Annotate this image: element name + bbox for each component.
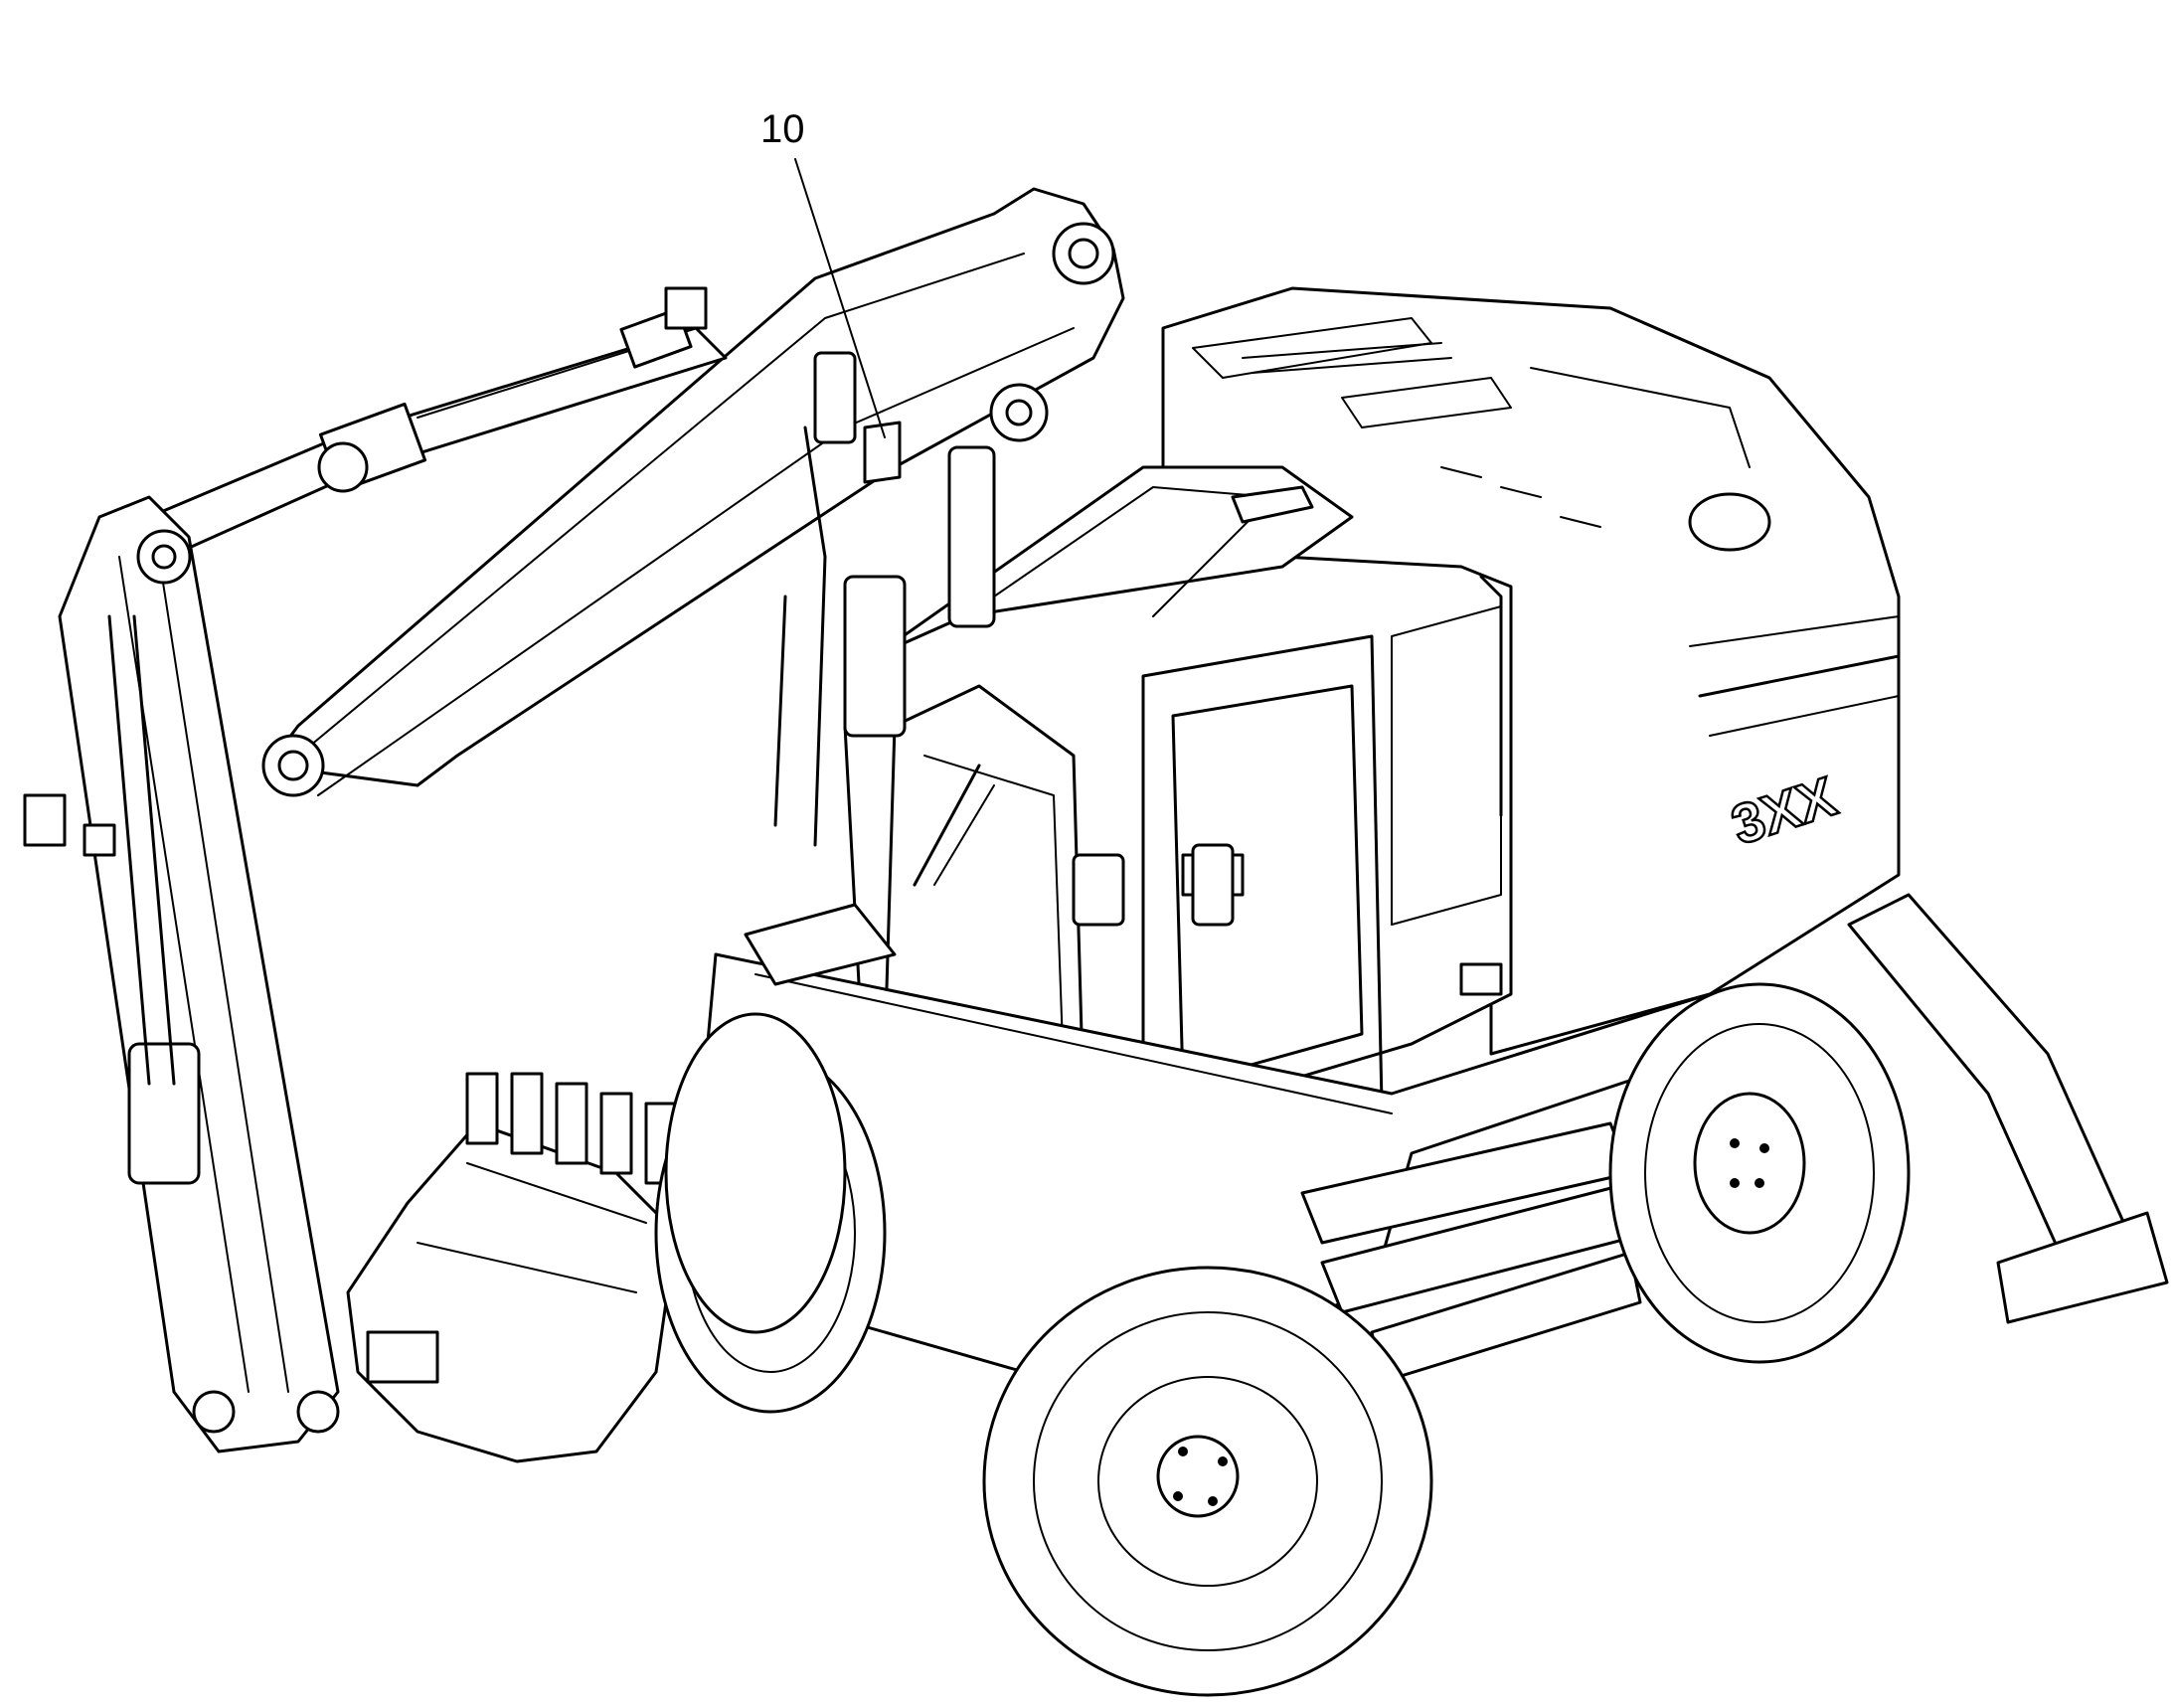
boom-cylinder	[147, 286, 728, 559]
bucket	[346, 1072, 678, 1463]
chassis	[694, 893, 2169, 1394]
wheel-rear-left	[664, 1012, 847, 1334]
cab	[773, 351, 1513, 1155]
wheel-rear-right	[1608, 982, 1911, 1364]
dipper-arm	[23, 495, 340, 1453]
boom	[261, 187, 1125, 797]
callout-number: 10	[760, 107, 805, 151]
engine-hood	[1161, 286, 1901, 1056]
wheel-front-right	[982, 1266, 1433, 1697]
callout-leader-line	[794, 158, 886, 438]
cylinder-mast	[843, 421, 996, 738]
